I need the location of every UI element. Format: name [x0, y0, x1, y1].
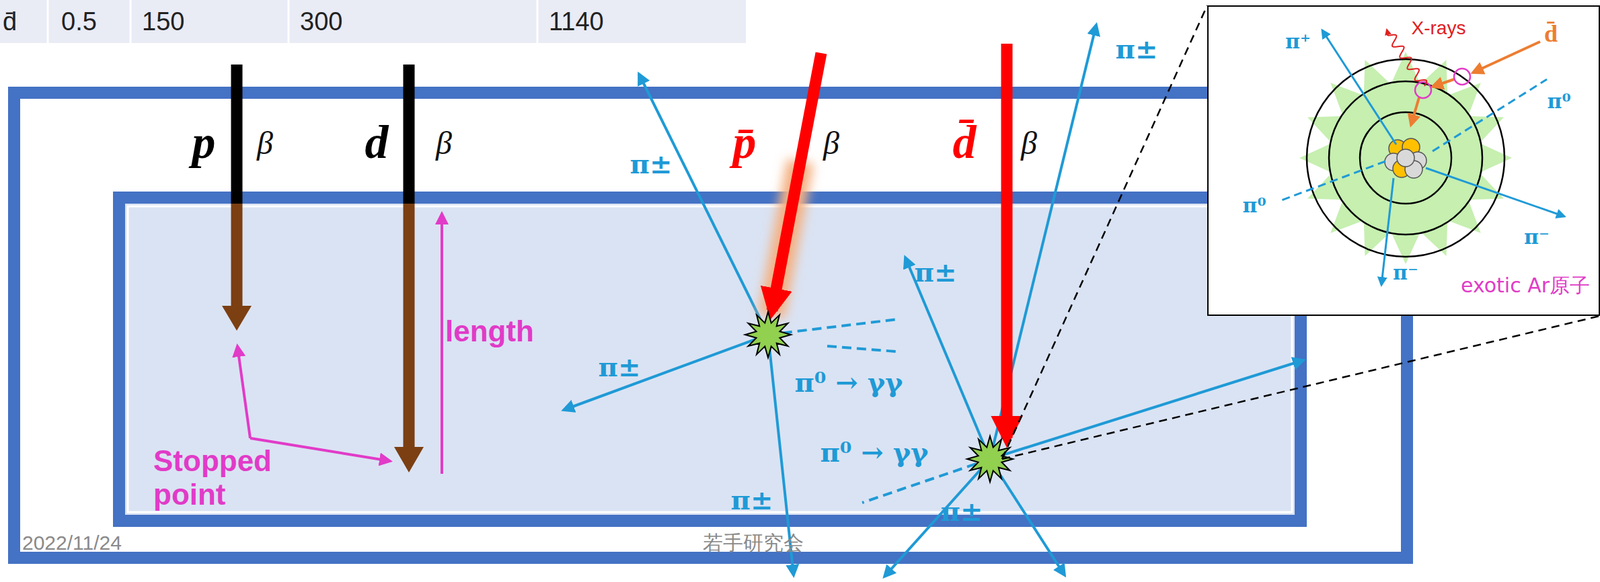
inset-label: X-rays: [1411, 17, 1467, 40]
inset-label: π⁻: [1524, 225, 1550, 249]
footer-text: 2022/11/24: [22, 531, 122, 555]
proton-track: [221, 64, 252, 331]
table-cell: 300: [299, 7, 343, 37]
velocity-label: β: [1020, 124, 1038, 162]
pion-label: π⁰ → γγ: [794, 366, 904, 399]
velocity-label: β: [256, 124, 274, 162]
inset-label: exotic Ar原子: [1460, 272, 1590, 300]
antiparticle-label: d̄: [953, 115, 977, 170]
zoom-line: [1002, 5, 1600, 460]
particle-label: p: [192, 115, 216, 170]
annihilation-star: [967, 436, 1013, 483]
table-cell: d̄: [2, 7, 17, 37]
exotic-atom-inset: [1207, 5, 1600, 317]
inset-box: π⁺ X-rays d̄ π⁰ π⁰ π⁻ π⁻ exotic Ar原子: [1207, 5, 1600, 317]
footer-text: 若手研究会: [702, 529, 804, 558]
pion-label: π⁰ → γγ: [820, 436, 929, 469]
antiparticle-label: p̄: [733, 115, 757, 170]
inset-label: d̄: [1544, 19, 1558, 48]
pion-label: π±: [940, 495, 984, 528]
antiproton-track: [771, 53, 822, 317]
inset-label: π⁰: [1242, 193, 1266, 218]
particle-label: d: [365, 115, 389, 170]
deuteron-track: [394, 64, 424, 473]
pion-label: π±: [914, 256, 958, 288]
annotation: length: [445, 314, 535, 349]
length-arrow: [440, 213, 444, 475]
table-cell: 150: [141, 7, 185, 37]
outer-vessel: [14, 92, 1407, 559]
inner-vessel: [119, 197, 1301, 522]
leader-line: [237, 346, 391, 462]
velocity-label: β: [435, 124, 452, 162]
antideuteron-track: [1006, 43, 1008, 449]
table-cell: 0.5: [61, 7, 97, 37]
pion-label: π±: [1115, 32, 1159, 65]
annihilation-star: [745, 312, 791, 358]
annihilation-star: [745, 312, 1013, 483]
inset-label: π⁺: [1285, 29, 1311, 54]
table-cell: 1140: [548, 7, 604, 37]
pion-track: [563, 73, 898, 576]
pion-label: π±: [598, 351, 641, 383]
annotation: Stopped point: [153, 444, 295, 512]
pion-label: π±: [630, 147, 673, 180]
table-row: [0, 0, 746, 44]
velocity-label: β: [823, 124, 840, 162]
inset-label: π⁻: [1392, 260, 1419, 285]
inset-label: π⁰: [1546, 89, 1571, 113]
pion-label: π±: [731, 484, 774, 516]
